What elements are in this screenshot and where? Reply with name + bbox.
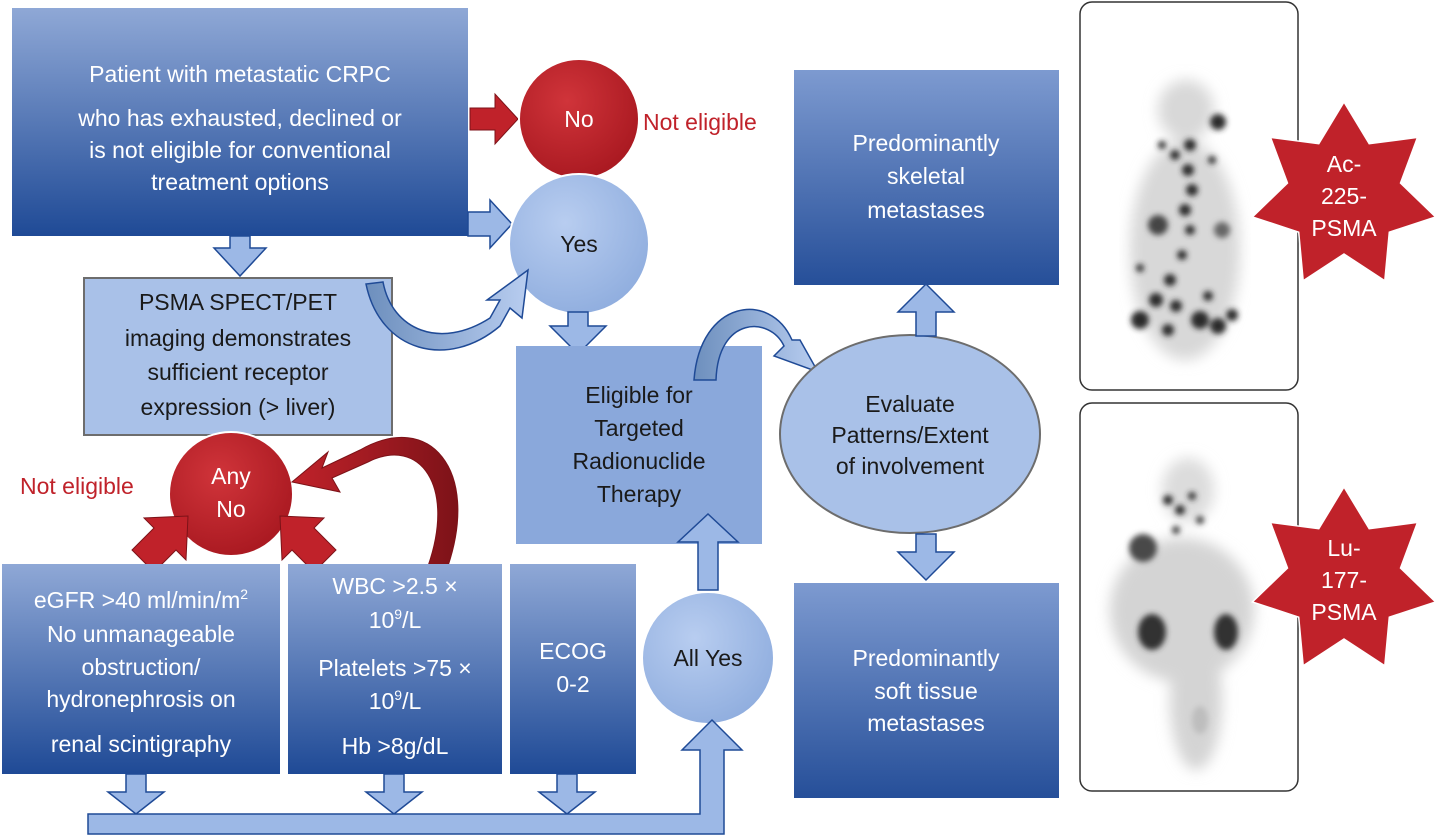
- collector-bar-to-all-yes: [87, 718, 744, 835]
- arrow-yes-to-eligible: [548, 311, 608, 356]
- arrow-evaluate-to-skeletal: [896, 282, 956, 337]
- patient-box-line: who has exhausted, declined or: [77, 105, 402, 131]
- lu-177-scan-image: [1079, 402, 1299, 792]
- not-eligible-label-left: Not eligible: [20, 473, 134, 499]
- skeletal-line: metastases: [867, 197, 985, 223]
- egfr-line: renal scintigraphy: [51, 731, 232, 757]
- bottom-collector: [87, 718, 744, 835]
- arrow-evaluate-to-soft-tissue: [896, 533, 956, 582]
- patient-box: Patient with metastatic CRPC who has exh…: [12, 8, 468, 236]
- arrow-all-yes-to-eligible: [676, 512, 740, 591]
- skeletal-line: Predominantly: [852, 130, 1000, 156]
- arrow-ecog-down: [536, 773, 598, 815]
- egfr-line: No unmanageable: [47, 621, 235, 647]
- curved-arrow-psma-to-yes: [365, 268, 529, 351]
- arrow-blood-down: [363, 773, 425, 815]
- eligible-box: Eligible for Targeted Radionuclide Thera…: [516, 346, 762, 544]
- wbc-line: WBC >2.5 ×: [332, 573, 457, 599]
- yes-circle: Yes: [508, 173, 650, 315]
- evaluate-ellipse: Evaluate Patterns/Extent of involvement: [779, 334, 1041, 534]
- patient-box-line: Patient with metastatic CRPC: [89, 61, 391, 87]
- psma-imaging-box: PSMA SPECT/PET imaging demonstrates suff…: [83, 277, 393, 436]
- ecog-line: 0-2: [556, 671, 589, 697]
- any-no-circle: Any No: [168, 431, 294, 557]
- patient-box-line: is not eligible for conventional: [89, 137, 391, 163]
- platelets-line: 109/L: [369, 687, 422, 714]
- blood-box: WBC >2.5 × 109/L Platelets >75 × 109/L H…: [288, 564, 502, 774]
- any-no-line: No: [216, 496, 245, 522]
- arrow-blood-to-any-no: [279, 515, 337, 573]
- ecog-line: ECOG: [539, 638, 607, 664]
- psma-line: expression (> liver): [141, 394, 336, 420]
- arrow-to-yes: [467, 198, 514, 250]
- hb-line: Hb >8g/dL: [342, 733, 449, 759]
- psma-line: imaging demonstrates: [125, 325, 351, 351]
- evaluate-line: of involvement: [836, 453, 985, 479]
- ac-225-scan-image: [1079, 1, 1299, 391]
- evaluate-line: Evaluate: [865, 391, 955, 417]
- no-circle: No: [518, 58, 640, 180]
- yes-label: Yes: [560, 231, 598, 257]
- patient-box-line: treatment options: [151, 169, 329, 195]
- arrow-to-no: [469, 92, 519, 146]
- soft-tissue-line: metastases: [867, 710, 985, 736]
- soft-tissue-line: Predominantly: [852, 645, 1000, 671]
- not-eligible-label: Not eligible: [643, 109, 757, 135]
- wbc-line: 109/L: [369, 606, 422, 633]
- eligible-line: Eligible for: [585, 382, 693, 408]
- lu-177-psma-star: Lu- 177- PSMA: [1250, 485, 1438, 668]
- eligible-line: Radionuclide: [573, 448, 706, 474]
- egfr-line: obstruction/: [82, 654, 202, 680]
- ac-star-line: 225-: [1321, 183, 1367, 209]
- ac-star-line: Ac-: [1327, 151, 1362, 177]
- egfr-line: hydronephrosis on: [46, 686, 235, 712]
- egfr-line: eGFR >40 ml/min/m2: [34, 586, 248, 613]
- lu-star-line: PSMA: [1311, 599, 1377, 625]
- platelets-line: Platelets >75 ×: [318, 655, 471, 681]
- soft-tissue-box: Predominantly soft tissue metastases: [794, 583, 1059, 798]
- all-yes-circle: All Yes: [641, 591, 775, 725]
- curved-arrow-eligible-to-evaluate: [693, 308, 820, 381]
- skeletal-box: Predominantly skeletal metastases: [794, 70, 1059, 285]
- ecog-box: ECOG 0-2: [510, 564, 636, 774]
- arrow-egfr-down: [105, 773, 167, 815]
- curved-arrow-blood-to-any-no: [290, 437, 459, 567]
- psma-line: PSMA SPECT/PET: [139, 289, 337, 315]
- skeletal-line: skeletal: [887, 163, 965, 189]
- arrow-patient-to-psma: [212, 235, 268, 278]
- any-no-line: Any: [211, 463, 251, 489]
- egfr-box: eGFR >40 ml/min/m2 No unmanageable obstr…: [2, 564, 280, 774]
- evaluate-line: Patterns/Extent: [831, 422, 989, 448]
- ac-star-line: PSMA: [1311, 215, 1377, 241]
- lu-star-line: 177-: [1321, 567, 1367, 593]
- soft-tissue-line: soft tissue: [874, 678, 978, 704]
- ac-225-psma-star: Ac- 225- PSMA: [1250, 100, 1438, 283]
- no-label: No: [564, 106, 593, 132]
- eligible-line: Therapy: [597, 481, 682, 507]
- arrow-egfr-to-any-no: [131, 515, 189, 573]
- eligible-line: Targeted: [594, 415, 684, 441]
- lu-star-line: Lu-: [1327, 535, 1360, 561]
- psma-line: sufficient receptor: [147, 359, 328, 385]
- all-yes-label: All Yes: [673, 645, 742, 671]
